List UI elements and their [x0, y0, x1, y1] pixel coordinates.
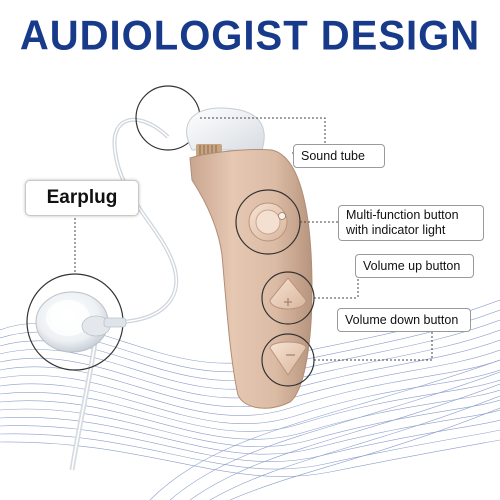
multi-function-label-line1: Multi-function button [346, 208, 459, 222]
volume-up-button [269, 277, 307, 310]
ear-hook [186, 107, 265, 151]
multi-function-label-line2: with indicator light [346, 223, 446, 237]
plus-icon [284, 298, 292, 306]
multi-function-label: Multi-function button with indicator lig… [338, 205, 484, 241]
volume-up-label: Volume up button [355, 254, 474, 278]
volume-down-label: Volume down button [337, 308, 471, 332]
indicator-light-icon [278, 212, 286, 220]
earplug-illustration [26, 273, 127, 371]
volume-down-button [269, 341, 307, 376]
hearing-aid-body [189, 148, 313, 409]
page-title: AUDIOLOGIST DESIGN [19, 12, 481, 60]
earplug-label: Earplug [25, 180, 139, 216]
sound-tube-label: Sound tube [293, 144, 385, 168]
